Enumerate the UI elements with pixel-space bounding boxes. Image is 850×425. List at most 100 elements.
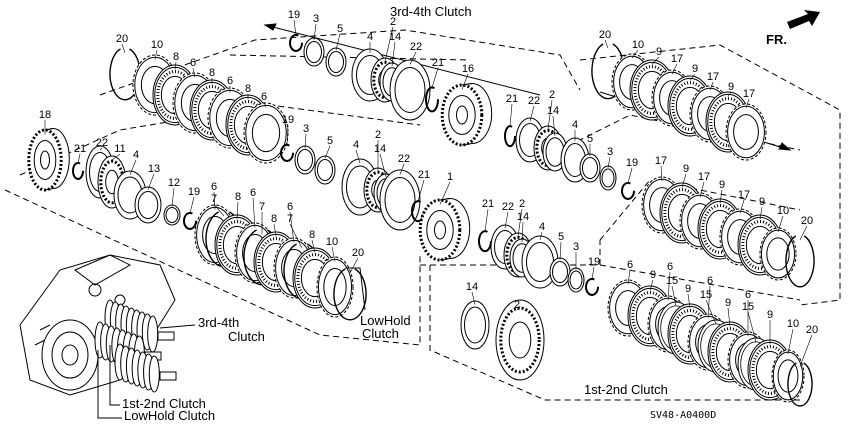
leader-line [727, 91, 732, 97]
part-number-label: 16 [462, 63, 474, 75]
part-number-label: 9 [767, 309, 773, 321]
part-number-label: 10 [151, 39, 163, 51]
part-number-label: 2 [519, 198, 525, 210]
part-number-label: 21 [74, 143, 86, 155]
callout-leaders [97, 267, 366, 419]
leader-line [604, 39, 609, 49]
diagram-code: SV48-A0400D [650, 410, 716, 421]
part-number-label: 7 [259, 201, 265, 213]
part-number-label: 22 [96, 137, 108, 149]
part-number-label: 9 [683, 163, 689, 175]
part-r [294, 145, 316, 175]
part-number-label: 22 [410, 41, 422, 53]
callout-3rd-4th-1: 3rd-4th [198, 315, 239, 330]
leader-line [461, 73, 469, 90]
leader-line [689, 73, 696, 81]
part-number-label: 6 [250, 187, 256, 199]
part-c [72, 161, 85, 180]
part-number-label: 10 [632, 39, 644, 51]
leader-line [631, 49, 639, 59]
part-number-label: 17 [707, 71, 719, 83]
leader-line [304, 133, 307, 149]
part-number-label: 6 [627, 259, 633, 271]
leader-line [799, 225, 808, 241]
leader-line [189, 196, 195, 214]
caption-3rd-4th-clutch: 3rd-4th Clutch [390, 4, 472, 19]
part-number-label: 4 [353, 139, 359, 151]
part-number-label: 21 [506, 93, 518, 105]
leader-line [559, 241, 562, 261]
leader-line [517, 208, 523, 237]
part-s [787, 362, 813, 407]
part-number-label: 15 [742, 301, 754, 313]
shaft-stack [114, 343, 177, 393]
leader-line [417, 179, 425, 202]
leader-line [705, 299, 717, 325]
leader-line [313, 23, 317, 41]
part-number-label: 21 [482, 198, 494, 210]
part-number-label: 9 [759, 196, 765, 208]
front-arrow-icon [787, 10, 820, 29]
part-r [599, 165, 617, 191]
leader-line [236, 201, 239, 220]
leader-line [174, 61, 177, 70]
part-number-label: 17 [698, 171, 710, 183]
part-c [585, 277, 600, 296]
part-number-label: 7 [287, 213, 293, 225]
leader-line [289, 223, 303, 249]
leader-line [121, 43, 126, 53]
part-number-label: 2 [390, 16, 396, 28]
leader-line [719, 189, 723, 204]
leader-line [667, 271, 671, 301]
part-number-label: 4 [133, 149, 139, 161]
leader-line [286, 124, 289, 146]
leader-line [263, 101, 267, 108]
caption-1st-2nd-clutch: 1st-2nd Clutch [584, 382, 668, 397]
part-number-label: 5 [327, 135, 333, 147]
leader-line [111, 153, 121, 161]
leader-line [759, 206, 763, 220]
callout-3rd-4th-2: Clutch [228, 329, 265, 344]
part-number-label: 2 [514, 299, 520, 311]
leader-line [391, 41, 396, 66]
shaft-assemblies [94, 299, 177, 393]
leader-line [627, 167, 633, 184]
leader-line [324, 145, 331, 159]
part-r [389, 59, 431, 121]
leader-line [355, 149, 361, 164]
leader-line [349, 257, 359, 274]
part-number-label: 2 [549, 89, 555, 101]
part-s [785, 235, 815, 288]
part-r [549, 257, 571, 287]
part-number-label: 9 [656, 46, 662, 58]
leader-line [681, 173, 687, 188]
leader-line [649, 279, 654, 291]
part-number-label: 15 [700, 289, 712, 301]
part-number-label: 4 [572, 119, 578, 131]
part-r [579, 153, 601, 183]
leader-line [77, 153, 81, 164]
part-number-label: 14 [547, 105, 559, 117]
part-number-label: 10 [787, 318, 799, 330]
leader-line [379, 153, 387, 177]
leader-line [539, 231, 543, 240]
leader-line [213, 203, 225, 217]
leader-line [699, 181, 705, 198]
part-r [163, 204, 181, 226]
leader-line [745, 98, 750, 109]
part-b [495, 299, 545, 381]
part-number-label: 14 [517, 211, 529, 223]
part-s [109, 48, 141, 101]
part-number-label: 3 [573, 241, 579, 253]
leader-line [171, 187, 175, 207]
callout-1st-2nd: 1st-2nd Clutch [122, 396, 206, 411]
part-number-label: 14 [466, 281, 478, 293]
part-number-label: 18 [39, 109, 51, 121]
part-number-label: 19 [188, 186, 200, 198]
leader-line [399, 163, 405, 175]
part-number-label: 20 [352, 247, 364, 259]
part-h [418, 198, 471, 262]
leader-line [335, 33, 341, 51]
part-number-label: 9 [728, 81, 734, 93]
